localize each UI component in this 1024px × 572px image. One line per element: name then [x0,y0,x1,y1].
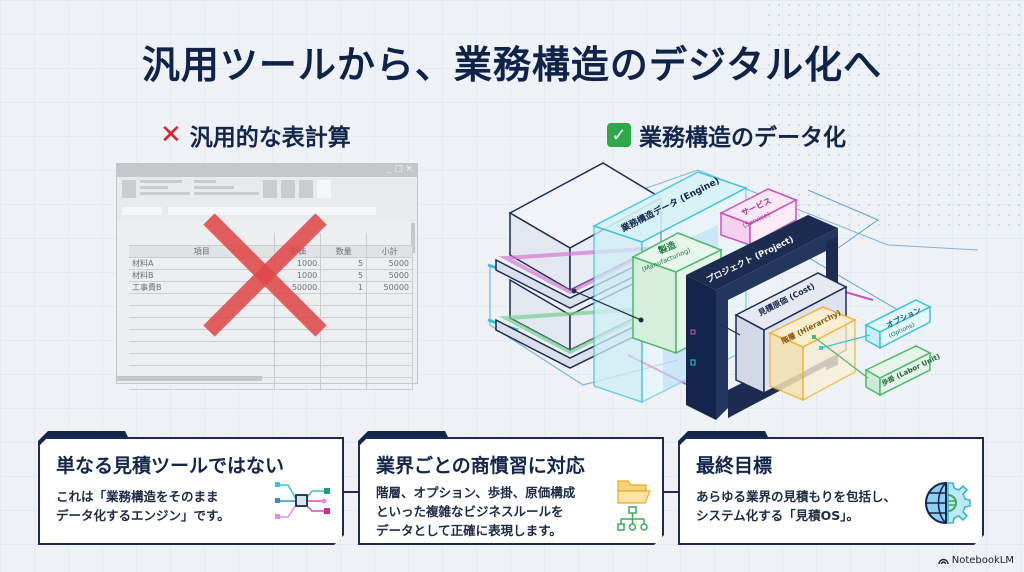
ribbon-button [299,180,313,198]
cross-mark-icon: ✕ [160,120,182,150]
card-business-practice: 業界ごとの商慣習に対応 階層、オプション、歩掛、原価構成 といった複雑なビジネス… [358,437,664,545]
cell[interactable]: 5 [320,269,368,282]
cell[interactable]: 5 [320,257,368,270]
card-not-just-estimate: 単なる見積ツールではない これは「業務構造をそのまま データ化するエンジン」です… [38,437,344,545]
spreadsheet-titlebar: _ □ × [117,164,417,177]
hierarchy-block: 階層 (Hierarchy) [768,306,857,402]
card-title: 単なる見積ツールではない [56,455,285,477]
service-block: サービス (Service) [719,188,798,247]
brand-watermark: NotebookLM [938,555,1014,566]
notebooklm-logo-icon [938,558,949,565]
horizontal-scrollbar[interactable] [117,376,262,381]
cell[interactable]: 1000 [274,269,322,282]
network-hub-icon [272,477,332,525]
card-title: 最終目標 [696,455,773,477]
ribbon-group [140,180,190,202]
spreadsheet-window: _ □ × 項目 単価 数量 小計 材料A 1000 [116,163,418,390]
cell[interactable]: 5000 [366,269,413,282]
cell[interactable]: 5000 [366,257,413,270]
card-connector [664,491,678,493]
card-line: システム化する「見積OS」。 [696,508,860,523]
column-header: 小計 [366,245,413,258]
card-line: これは「業務構造をそのまま [56,489,219,504]
column-header: 数量 [320,245,368,258]
card-line: データとして正確に表現します。 [376,523,562,538]
ribbon-button [263,180,277,198]
background-dots [764,0,1024,230]
option-block: オプション (Options) [864,299,932,350]
card-line: データ化するエンジン」です。 [56,508,230,523]
card-connector [344,491,358,493]
ribbon-button [281,180,295,198]
card-line: 階層、オプション、歩掛、原価構成 [376,485,576,500]
card-body: 階層、オプション、歩掛、原価構成 といった複雑なビジネスルールを データとして正… [376,483,575,540]
vertical-scrollbar[interactable] [411,223,415,253]
globe-gear-icon [920,479,972,527]
formula-bar [117,205,417,219]
table-row: 材料A 1000 5 5000 [129,257,413,270]
left-heading: ✕ 汎用的な表計算 [160,118,351,152]
cell[interactable]: 1 [320,281,368,294]
card-body: これは「業務構造をそのまま データ化するエンジン」です。 [56,487,230,525]
card-title: 業界ごとの商慣習に対応 [376,455,585,477]
card-line: といった複雑なビジネスルールを [376,504,564,519]
card-line: あらゆる業界の見積もりを包括し、 [696,489,897,504]
spreadsheet-ribbon [117,177,417,205]
ribbon-button [317,180,331,198]
card-final-goal: 最終目標 あらゆる業界の見積もりを包括し、 システム化する「見積OS」。 [678,437,984,545]
hierarchy-tree-icon [618,507,647,530]
structure-diagram: 業務構造データ (Engine) 製造 (Manufacturing) サービス… [487,162,979,420]
cell-grid: 項目 単価 数量 小計 材料A 1000 5 5000 材料B 1000 5 5… [117,221,417,390]
labor-block: 歩掛 (Labor Unit) [864,345,942,397]
brand-text: NotebookLM [951,555,1014,566]
ribbon-button [122,180,136,198]
check-box-icon: ✓ [607,123,631,147]
spreadsheet-table: 項目 単価 数量 小計 材料A 1000 5 5000 材料B 1000 5 5… [129,233,413,390]
card-body: あらゆる業界の見積もりを包括し、 システム化する「見積OS」。 [696,487,896,525]
cell[interactable]: 50000 [366,281,413,294]
page-title: 汎用ツールから、業務構造のデジタル化へ [141,43,883,87]
ribbon-group [194,180,259,202]
red-cross-icon [203,213,327,337]
window-controls: _ □ × [386,164,413,174]
table-row: 材料B 1000 5 5000 [129,269,413,282]
left-heading-text: 汎用的な表計算 [189,125,351,151]
right-heading-text: 業務構造のデータ化 [639,125,846,151]
right-heading: ✓ 業務構造のデータ化 [607,118,846,152]
folder-hierarchy-icon [614,477,654,537]
